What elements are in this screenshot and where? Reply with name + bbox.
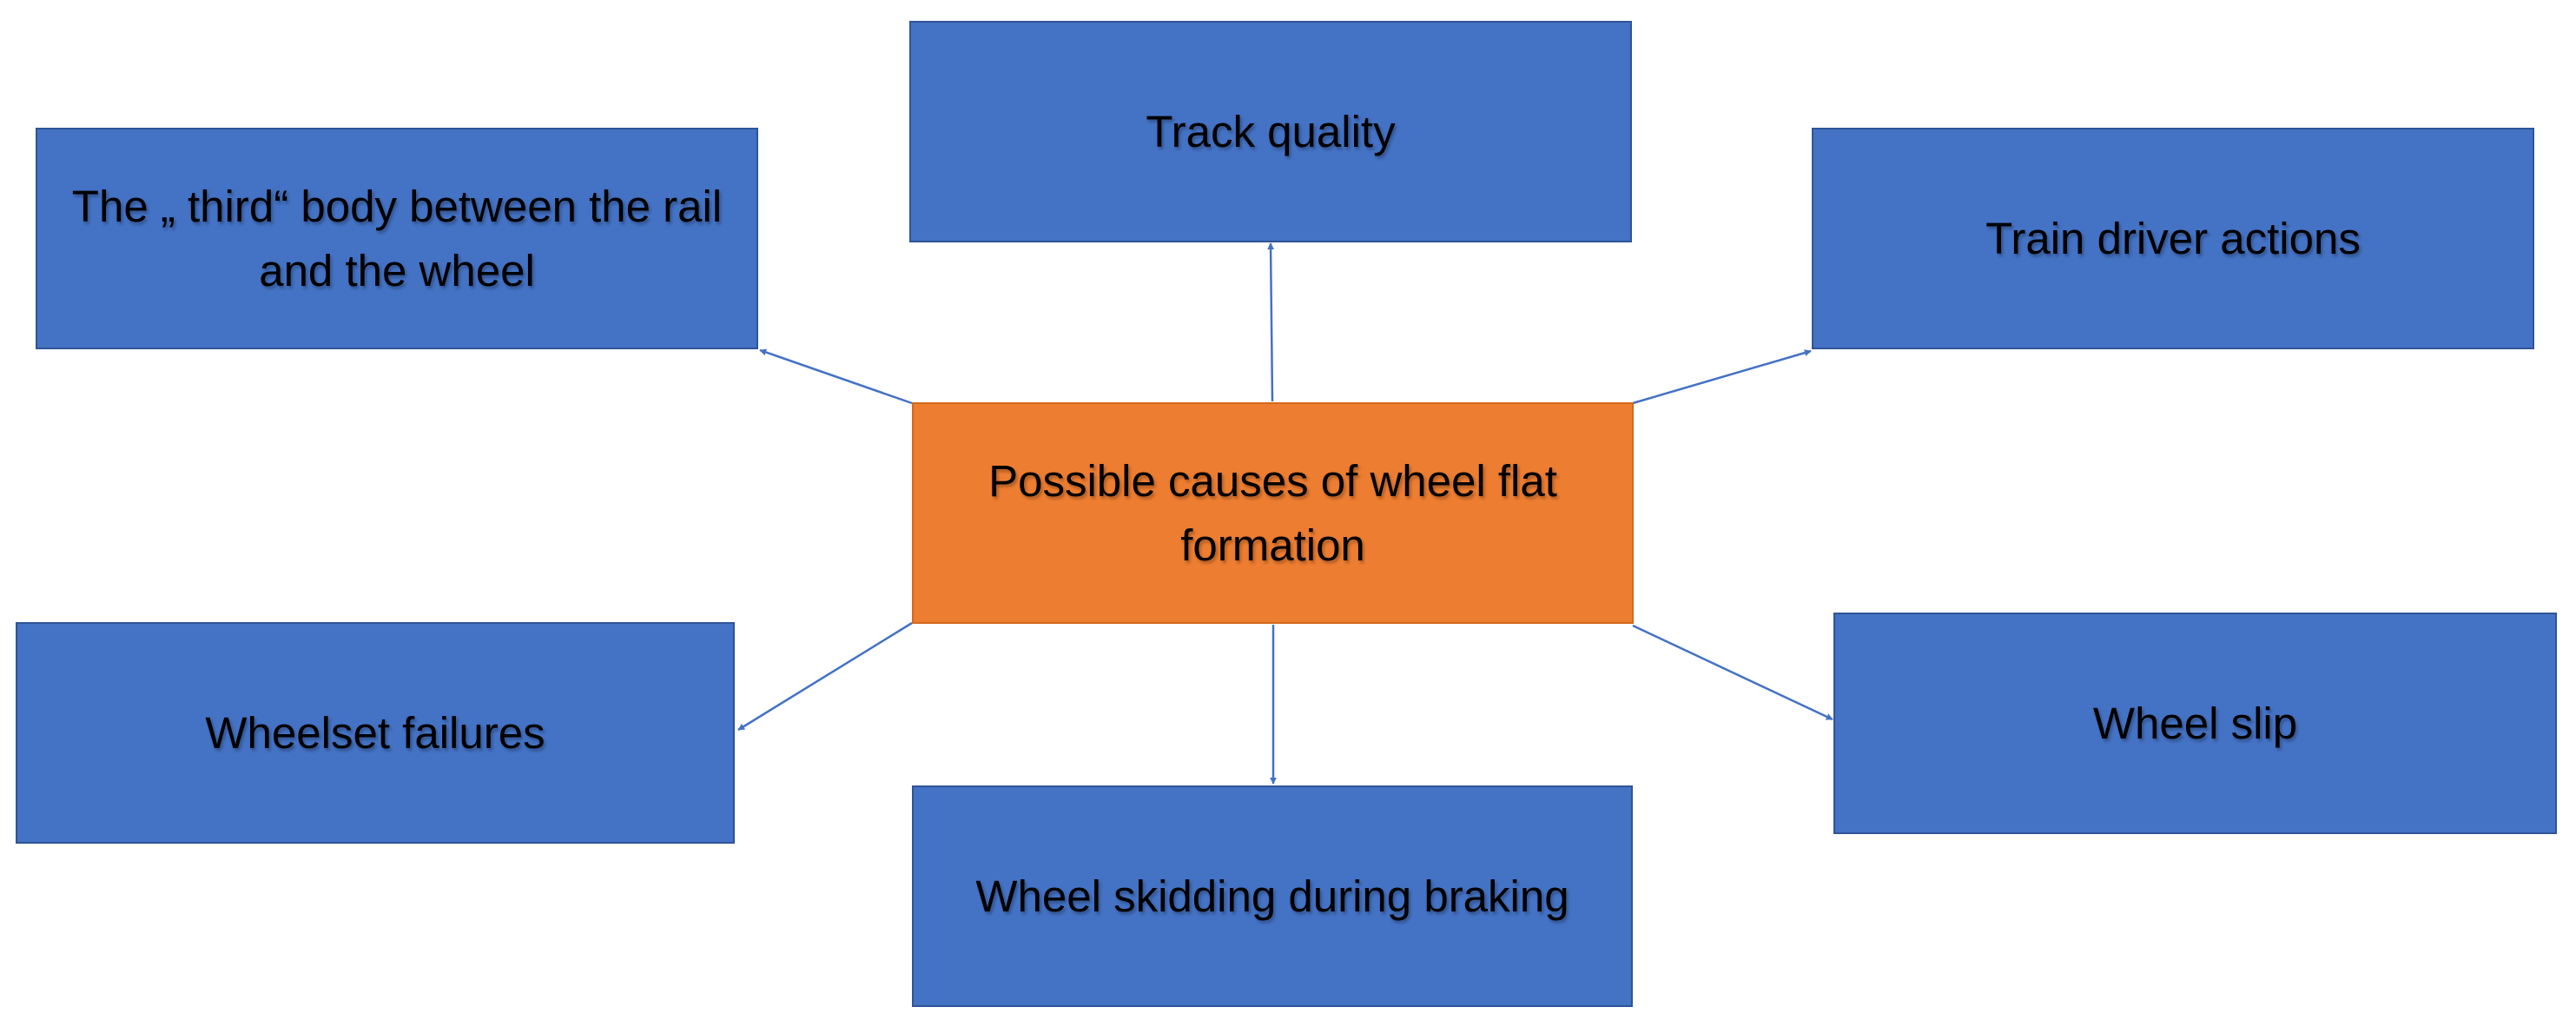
cause-label: Wheel skidding during braking <box>975 871 1569 921</box>
cause-box-wheel-slip: Wheel slip <box>1833 613 2557 834</box>
cause-box-track-quality: Track quality <box>909 21 1632 242</box>
cause-label: Wheel slip <box>2092 698 2298 748</box>
connector-to-wheel-slip <box>1632 624 1833 721</box>
cause-box-third-body: The „ third“ body between the rail and t… <box>36 128 758 349</box>
cause-label: Wheelset failures <box>205 707 545 758</box>
cause-box-train-driver-actions: Train driver actions <box>1812 128 2534 349</box>
cause-box-wheelset-failures: Wheelset failures <box>16 622 735 844</box>
cause-box-wheel-skidding: Wheel skidding during braking <box>912 785 1633 1007</box>
center-box-wheel-flat-causes: Possible causes of wheel flat formation <box>912 402 1634 624</box>
connector-to-train-driver-actions <box>1632 349 1812 405</box>
cause-label: Track quality <box>1146 106 1396 156</box>
cause-label: Train driver actions <box>1985 213 2361 263</box>
connector-to-wheelset-failures <box>737 621 913 732</box>
connector-to-track-quality <box>1267 242 1275 402</box>
center-label: Possible causes of wheel flat formation <box>988 455 1557 570</box>
cause-label: The „ third“ body between the rail and t… <box>71 181 723 295</box>
connector-to-third-body <box>759 348 913 405</box>
